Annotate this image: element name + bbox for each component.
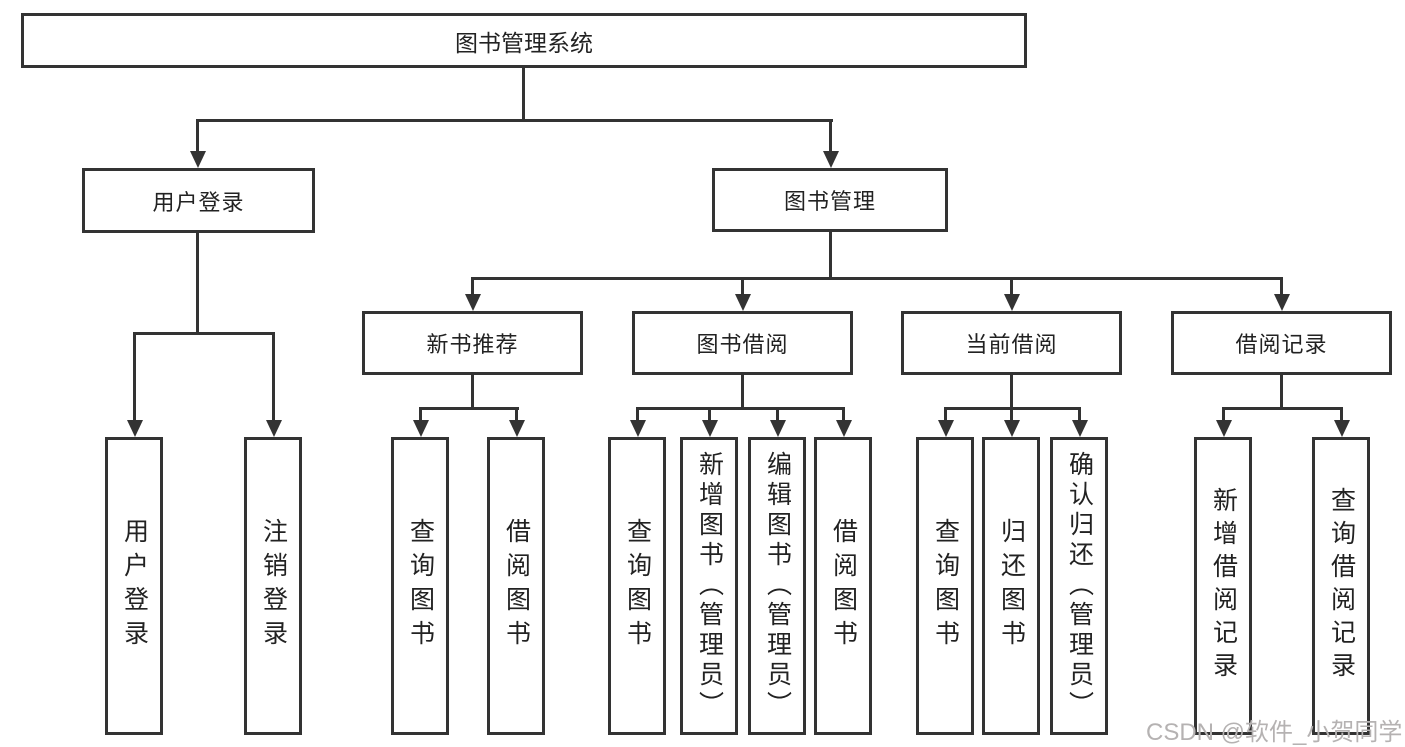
leaf-query-books-recommend: 查询图书 bbox=[391, 437, 449, 735]
arrow-down-icon bbox=[1004, 294, 1020, 311]
leaf-confirm-return-admin: 确认归还（管理员） bbox=[1050, 437, 1108, 735]
connector-drop-leaf bbox=[842, 407, 845, 421]
node-new-book-recommend: 新书推荐 bbox=[362, 311, 583, 375]
node-user-login: 用户登录 bbox=[82, 168, 315, 233]
arrow-down-icon bbox=[836, 420, 852, 437]
connector-drop-group bbox=[1010, 277, 1013, 296]
arrow-down-icon bbox=[1072, 420, 1088, 437]
connector-book-mgmt-stem bbox=[829, 232, 832, 278]
connector-group-rail bbox=[419, 407, 519, 410]
leaf-add-books-admin: 新增图书（管理员） bbox=[680, 437, 738, 735]
leaf-return-books-label: 归还图书 bbox=[997, 518, 1026, 654]
node-book-management: 图书管理 bbox=[712, 168, 948, 232]
connector-drop-group bbox=[471, 277, 474, 296]
node-current-borrowing-label: 当前借阅 bbox=[965, 332, 1058, 357]
csdn-watermark: CSDN @软件_小贺同学 bbox=[1146, 719, 1403, 746]
leaf-query-borrow-record-label: 查询借阅记录 bbox=[1327, 487, 1356, 685]
arrow-down-icon bbox=[938, 420, 954, 437]
connector-group-stem bbox=[1280, 375, 1283, 409]
connector-drop-group bbox=[741, 277, 744, 296]
node-current-borrowing: 当前借阅 bbox=[901, 311, 1122, 375]
leaf-logout-label: 注销登录 bbox=[259, 518, 288, 654]
node-borrowing-records: 借阅记录 bbox=[1171, 311, 1392, 375]
connector-drop-leaf bbox=[944, 407, 947, 421]
connector-drop-leaf bbox=[419, 407, 422, 421]
connector-drop-book-mgmt bbox=[829, 119, 832, 153]
arrow-down-icon bbox=[509, 420, 525, 437]
leaf-query-books-label: 查询图书 bbox=[406, 518, 435, 654]
connector-drop-leaf bbox=[133, 332, 136, 421]
leaf-edit-books-admin-label: 编辑图书（管理员） bbox=[763, 451, 792, 721]
arrow-down-icon bbox=[735, 294, 751, 311]
node-borrowing-records-label: 借阅记录 bbox=[1235, 332, 1328, 357]
leaf-borrow-books: 借阅图书 bbox=[814, 437, 872, 735]
leaf-add-books-admin-label: 新增图书（管理员） bbox=[695, 451, 724, 721]
connector-group-stem bbox=[471, 375, 474, 409]
leaf-query-books-current: 查询图书 bbox=[916, 437, 974, 735]
connector-drop-group bbox=[1280, 277, 1283, 296]
connector-drop-leaf bbox=[1222, 407, 1225, 421]
node-new-book-recommend-label: 新书推荐 bbox=[426, 332, 519, 357]
arrow-down-icon bbox=[266, 420, 282, 437]
connector-drop-leaf bbox=[1340, 407, 1343, 421]
connector-drop-leaf bbox=[1010, 407, 1013, 421]
leaf-query-books-label: 查询图书 bbox=[931, 518, 960, 654]
leaf-add-borrow-record: 新增借阅记录 bbox=[1194, 437, 1252, 735]
leaf-query-books-label: 查询图书 bbox=[623, 518, 652, 654]
arrow-down-icon bbox=[190, 151, 206, 168]
node-book-management-label: 图书管理 bbox=[783, 189, 876, 214]
leaf-return-books: 归还图书 bbox=[982, 437, 1040, 735]
leaf-borrow-books-label: 借阅图书 bbox=[829, 518, 858, 654]
leaf-add-borrow-record-label: 新增借阅记录 bbox=[1209, 487, 1238, 685]
leaf-logout: 注销登录 bbox=[244, 437, 302, 735]
node-root-label: 图书管理系统 bbox=[455, 29, 593, 56]
connector-group-rail bbox=[1222, 407, 1343, 410]
arrow-down-icon bbox=[1334, 420, 1350, 437]
connector-drop-leaf bbox=[515, 407, 518, 421]
connector-drop-leaf bbox=[1078, 407, 1081, 421]
connector-drop-user-login bbox=[196, 119, 199, 153]
arrow-down-icon bbox=[702, 420, 718, 437]
leaf-borrow-books-recommend: 借阅图书 bbox=[487, 437, 545, 735]
connector-user-login-stem bbox=[196, 233, 199, 334]
arrow-down-icon bbox=[770, 420, 786, 437]
node-book-borrowing: 图书借阅 bbox=[632, 311, 853, 375]
leaf-query-borrow-record: 查询借阅记录 bbox=[1312, 437, 1370, 735]
connector-group-rail bbox=[636, 407, 845, 410]
connector-drop-leaf bbox=[708, 407, 711, 421]
node-root: 图书管理系统 bbox=[21, 13, 1027, 68]
connector-drop-leaf bbox=[272, 332, 275, 421]
arrow-down-icon bbox=[413, 420, 429, 437]
node-book-borrowing-label: 图书借阅 bbox=[696, 332, 789, 357]
leaf-edit-books-admin: 编辑图书（管理员） bbox=[748, 437, 806, 735]
connector-drop-leaf bbox=[636, 407, 639, 421]
connector-drop-leaf bbox=[776, 407, 779, 421]
arrow-down-icon bbox=[1004, 420, 1020, 437]
connector-group-stem bbox=[741, 375, 744, 409]
arrow-down-icon bbox=[1216, 420, 1232, 437]
arrow-down-icon bbox=[465, 294, 481, 311]
arrow-down-icon bbox=[630, 420, 646, 437]
connector-root-rail bbox=[196, 119, 833, 122]
leaf-borrow-books-label: 借阅图书 bbox=[502, 518, 531, 654]
leaf-confirm-return-admin-label: 确认归还（管理员） bbox=[1065, 451, 1094, 721]
arrow-down-icon bbox=[1274, 294, 1290, 311]
connector-book-mgmt-rail bbox=[471, 277, 1283, 280]
arrow-down-icon bbox=[823, 151, 839, 168]
connector-user-login-rail bbox=[133, 332, 275, 335]
leaf-user-login-label: 用户登录 bbox=[120, 518, 149, 654]
node-user-login-label: 用户登录 bbox=[152, 189, 245, 215]
leaf-query-books-borrowing: 查询图书 bbox=[608, 437, 666, 735]
leaf-user-login: 用户登录 bbox=[105, 437, 163, 735]
arrow-down-icon bbox=[127, 420, 143, 437]
connector-group-stem bbox=[1010, 375, 1013, 409]
connector-root-stem bbox=[522, 68, 525, 120]
